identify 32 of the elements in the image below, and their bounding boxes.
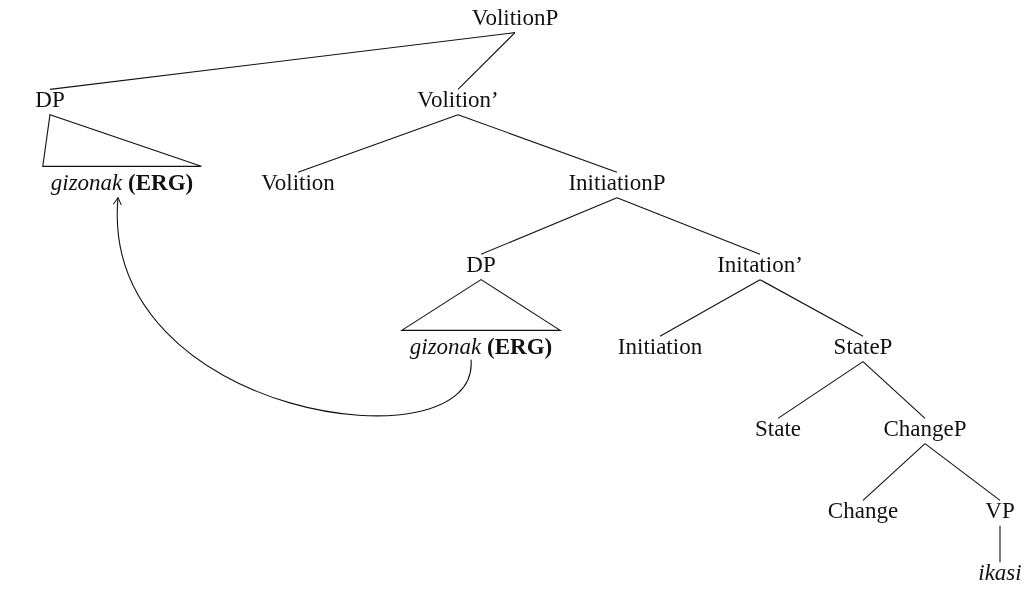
tree-node-label: Change	[827, 498, 899, 524]
branch-line	[659, 279, 761, 337]
branch-line	[457, 114, 618, 173]
triangle-line	[42, 113, 202, 167]
tree-node-label: DP	[466, 252, 496, 278]
movement-arrow	[113, 197, 472, 417]
tree-node-label: State	[755, 416, 801, 442]
tree-node-label: DP	[35, 87, 65, 113]
branch-line	[862, 443, 926, 501]
tree-node-label: Initiation	[617, 334, 703, 360]
tree-node-label: StateP	[833, 334, 893, 360]
tree-node-label: Initation’	[717, 252, 803, 278]
tree-node-label: ChangeP	[883, 416, 967, 442]
branch-line	[49, 32, 516, 90]
branch-line	[924, 443, 1001, 501]
branch-line	[297, 114, 459, 173]
branch-line	[457, 32, 516, 90]
tree-node-label: InitiationP	[568, 170, 666, 196]
branch-line	[999, 525, 1001, 563]
tree-node-label: Volition’	[417, 87, 499, 113]
tree-node-label: gizonak (ERG)	[409, 334, 553, 360]
branch-line	[862, 361, 926, 419]
tree-node-label: gizonak (ERG)	[50, 170, 194, 196]
tree-node-label: ikasi	[978, 560, 1022, 586]
branch-line	[759, 279, 864, 337]
tree-node-label: VP	[985, 498, 1015, 524]
tree-node-label: Volition	[261, 170, 335, 196]
branch-line	[616, 197, 761, 255]
branch-line	[777, 361, 864, 419]
tree-node-label: VolitionP	[471, 5, 559, 31]
branch-line	[480, 197, 618, 255]
triangle-line	[399, 279, 563, 331]
